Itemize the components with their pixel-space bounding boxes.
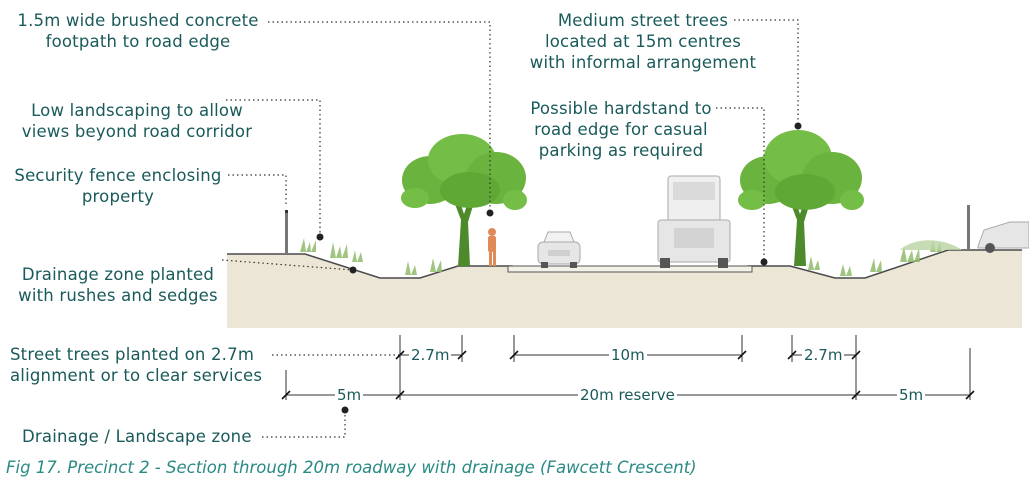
parked-car-right [977, 221, 1029, 253]
road-slab [507, 265, 753, 273]
car-front [537, 231, 581, 268]
street-tree-right [738, 130, 864, 266]
dimension-left-verge: 2.7m [409, 346, 452, 364]
dimension-reserve: 20m reserve [578, 386, 677, 404]
low-landscaping-label: Low landscaping to allow views beyond ro… [21, 101, 253, 141]
medium-trees-label: Medium street trees located at 15m centr… [529, 11, 757, 72]
figure-caption: Fig 17. Precinct 2 - Section through 20m… [6, 458, 697, 477]
drainage-zone-label: Drainage zone planted with rushes and se… [18, 265, 218, 305]
hardstand-label: Possible hardstand to road edge for casu… [530, 99, 712, 160]
dimension-right-zone: 5m [897, 386, 926, 404]
street-trees-label: Street trees planted on 2.7m alignment o… [10, 345, 263, 385]
security-fence-right [967, 205, 970, 250]
street-tree-left [401, 134, 527, 266]
dimension-right-verge: 2.7m [802, 346, 845, 364]
dimension-left-zone: 5m [335, 386, 364, 404]
dimension-ticks [281, 350, 975, 400]
pedestrian [488, 228, 496, 266]
leader-dots [316, 122, 802, 414]
dimension-carriageway: 10m [609, 346, 647, 364]
drainage-landscape-label: Drainage / Landscape zone [22, 427, 252, 446]
security-fence-left [285, 210, 288, 254]
truck-front [657, 175, 731, 268]
leader-lines [221, 19, 799, 438]
footpath-label: 1.5m wide brushed concrete footpath to r… [17, 11, 259, 51]
security-fence-label: Security fence enclosing property [14, 166, 222, 206]
ground-section [227, 250, 1022, 328]
